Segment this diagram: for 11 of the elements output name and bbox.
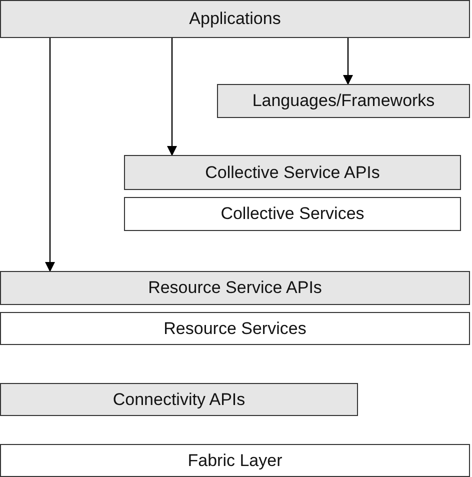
api-box: Applications bbox=[0, 0, 470, 38]
api-box: Resource Service APIs bbox=[0, 271, 470, 305]
layer-box: Collective Services bbox=[124, 197, 461, 231]
arrow bbox=[343, 38, 353, 85]
layer-box: Resource Services bbox=[0, 312, 470, 345]
arrow bbox=[167, 38, 177, 156]
api-box: Collective Service APIs bbox=[124, 155, 461, 190]
arrow bbox=[45, 38, 55, 272]
api-box: Connectivity APIs bbox=[0, 383, 358, 416]
layer-box: Fabric Layer bbox=[0, 444, 470, 477]
api-box: Languages/Frameworks bbox=[217, 84, 470, 118]
